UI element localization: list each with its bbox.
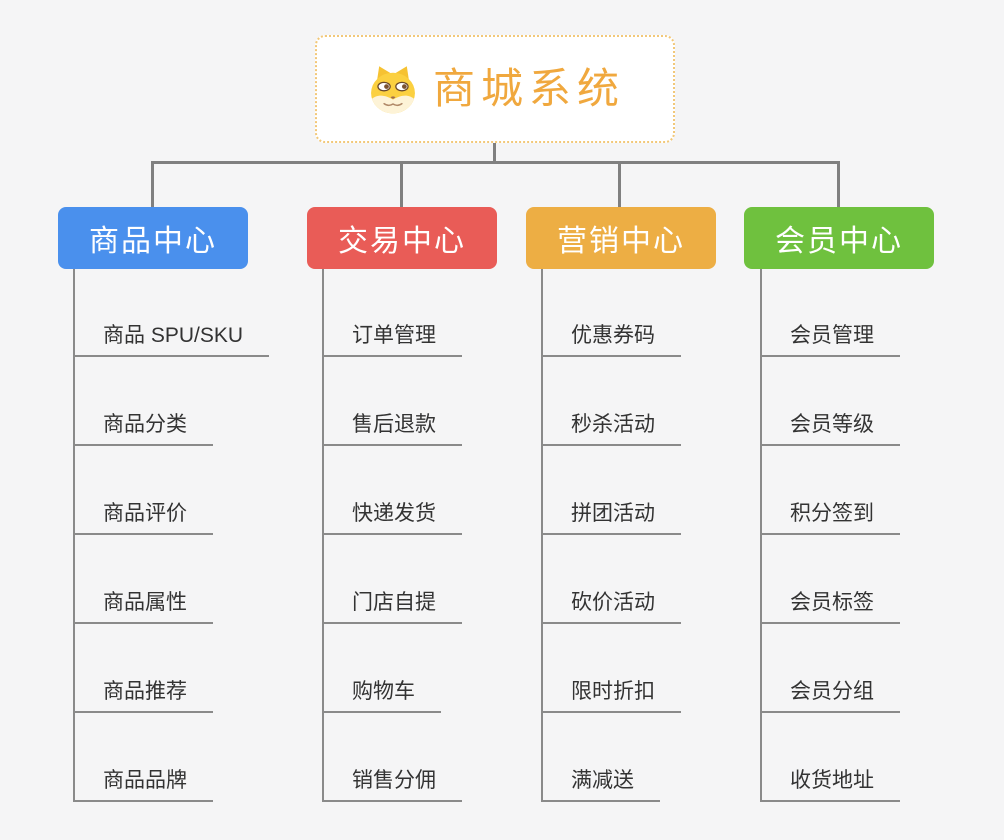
leaf-flash-sale[interactable]: 秒杀活动 bbox=[541, 414, 681, 446]
leaf-product-attr[interactable]: 商品属性 bbox=[73, 592, 213, 624]
branch-trade-center[interactable]: 交易中心 bbox=[307, 207, 497, 269]
leaf-sales-commission[interactable]: 销售分佣 bbox=[322, 770, 462, 802]
branch-label: 商品中心 bbox=[89, 225, 217, 258]
connector-drop-2 bbox=[400, 161, 403, 207]
root-topic[interactable]: 商城系统 bbox=[315, 35, 675, 143]
leaf-express-ship[interactable]: 快递发货 bbox=[322, 503, 462, 535]
leaf-time-discount[interactable]: 限时折扣 bbox=[541, 681, 681, 713]
leaf-product-spu-sku[interactable]: 商品 SPU/SKU bbox=[73, 325, 270, 357]
connector-root-stem bbox=[493, 143, 496, 163]
root-topic-label: 商城系统 bbox=[432, 65, 625, 112]
branch-label: 会员中心 bbox=[775, 225, 903, 258]
branch-member-center[interactable]: 会员中心 bbox=[744, 207, 934, 269]
leaf-points-checkin[interactable]: 积分签到 bbox=[760, 503, 900, 535]
leaf-order-manage[interactable]: 订单管理 bbox=[322, 325, 462, 357]
leaf-after-sale[interactable]: 售后退款 bbox=[322, 414, 462, 446]
branch-marketing-trunk bbox=[541, 269, 543, 802]
leaf-shipping-address[interactable]: 收货地址 bbox=[760, 770, 900, 802]
connector-drop-3 bbox=[618, 161, 621, 207]
leaf-store-pickup[interactable]: 门店自提 bbox=[322, 592, 462, 624]
leaf-member-manage[interactable]: 会员管理 bbox=[760, 325, 900, 357]
connector-bus bbox=[151, 161, 840, 164]
leaf-member-tag[interactable]: 会员标签 bbox=[760, 592, 900, 624]
leaf-coupon[interactable]: 优惠券码 bbox=[541, 325, 681, 357]
leaf-member-group[interactable]: 会员分组 bbox=[760, 681, 900, 713]
leaf-bargain[interactable]: 砍价活动 bbox=[541, 592, 681, 624]
leaf-member-level[interactable]: 会员等级 bbox=[760, 414, 900, 446]
branch-marketing-center[interactable]: 营销中心 bbox=[526, 207, 716, 269]
branch-product-trunk bbox=[73, 269, 75, 802]
connector-drop-4 bbox=[837, 161, 840, 207]
leaf-group-buy[interactable]: 拼团活动 bbox=[541, 503, 681, 535]
leaf-product-review[interactable]: 商品评价 bbox=[73, 503, 213, 535]
leaf-product-brand[interactable]: 商品品牌 bbox=[73, 770, 213, 802]
branch-trade-trunk bbox=[322, 269, 324, 802]
branch-label: 交易中心 bbox=[338, 225, 466, 258]
leaf-full-reduction[interactable]: 满减送 bbox=[541, 770, 660, 802]
branch-product-center[interactable]: 商品中心 bbox=[58, 207, 248, 269]
connector-drop-1 bbox=[151, 161, 154, 207]
branch-label: 营销中心 bbox=[557, 225, 685, 258]
leaf-cart[interactable]: 购物车 bbox=[322, 681, 441, 713]
branch-member-trunk bbox=[760, 269, 762, 802]
leaf-product-recommend[interactable]: 商品推荐 bbox=[73, 681, 213, 713]
doge-icon bbox=[365, 63, 421, 115]
leaf-product-category[interactable]: 商品分类 bbox=[73, 414, 213, 446]
